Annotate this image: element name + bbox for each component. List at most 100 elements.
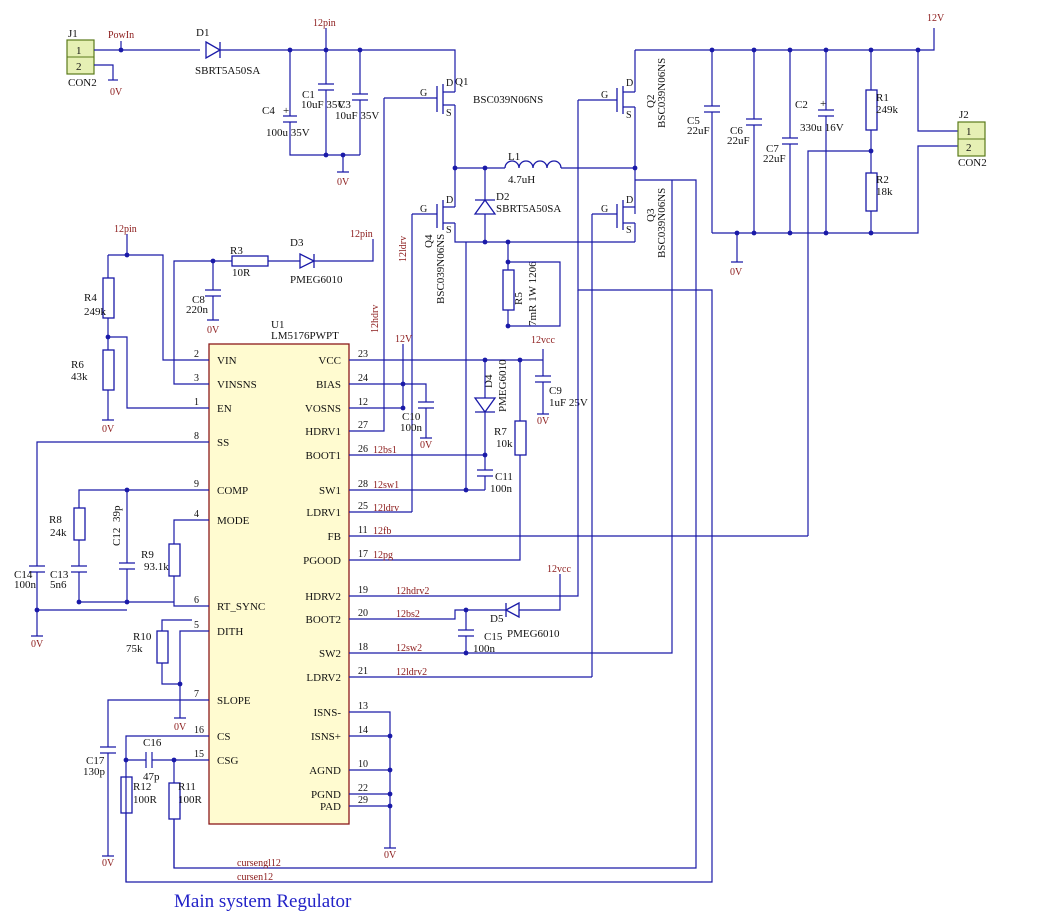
q1-val: BSC039N06NS [473,94,543,106]
u1-part: LM5176PWPT [271,330,339,342]
j2-ref: J2 [959,109,969,121]
c6-val: 22uF [727,135,750,147]
c10-val: 100n [400,422,423,434]
net-12v-bias: 12V [395,334,413,345]
q3-s: S [626,225,632,236]
u1-pin-number: 6 [194,595,199,606]
net-powin: PowIn [108,30,134,41]
r6-val: 43k [71,371,88,383]
c5-ref: C5 [687,115,700,127]
u1-pin-name: DITH [217,626,243,638]
c10-ref: C10 [402,411,421,423]
r9-val: 93.1k [144,561,169,573]
q4-s: S [446,225,452,236]
net-12bs1: 12bs1 [373,445,397,456]
net-12pin-top: 12pin [313,18,336,29]
u1-pin-name: VIN [217,355,237,367]
r2-ref: R2 [876,174,889,186]
c17-val: 130p [83,766,106,778]
u1-pin-name: SW1 [319,485,341,497]
r8-ref: R8 [49,514,62,526]
u1-pin-name: VINSNS [217,379,257,391]
c4-val: 100u 35V [266,127,310,139]
q1-d: D [446,78,453,89]
q1-g: G [420,88,427,99]
q3-g: G [601,204,608,215]
u1-pin-number: 5 [194,620,199,631]
u1-left-pins: 2VIN3VINSNS1EN8SS9COMP4MODE6RT_SYNC5DITH… [192,349,265,767]
net-12pg: 12pg [373,550,393,561]
inductor-l1: L1 4.7uH [504,151,562,186]
q2-g: G [601,90,608,101]
d3-val: PMEG6010 [290,274,343,286]
u1-pin-name: HDRV2 [305,591,341,603]
c11-val: 100n [490,483,513,495]
c9-val: 1uF 25V [549,397,588,409]
q2-d: D [626,78,633,89]
c13-ref: C13 [50,569,69,581]
j2-pin2: 2 [966,142,972,154]
mosfet-q2: G D S Q2 BSC039N06NS [578,58,668,128]
u1-pin-number: 8 [194,431,199,442]
u1-pin-number: 19 [358,585,368,596]
net-12v-top: 12V [927,13,945,24]
net-12bs2: 12bs2 [396,609,420,620]
r7-ref: R7 [494,426,507,438]
q1-ref: Q1 [455,76,468,88]
r12-val: 100R [133,794,158,806]
u1-pin-number: 16 [194,725,204,736]
gnd-label: 0V [420,440,433,451]
u1-pin-name: PGOOD [303,555,341,567]
mosfet-q3: G D S Q3 BSC039N06NS [592,188,668,258]
u1-pin-number: 17 [358,549,368,560]
c7-val: 22uF [763,153,786,165]
r4-val: 249k [84,306,107,318]
j1-type: CON2 [68,77,97,89]
net-12ldrv: 12ldrv [373,503,399,514]
q4-g: G [420,204,427,215]
u1-pin-number: 10 [358,759,368,770]
c1-val: 10uF 35V [301,99,345,111]
u1-pin-number: 14 [358,725,368,736]
u1-pin-name: PAD [320,801,341,813]
q3-ref: Q3 [645,208,657,222]
c1-ref: C1 [302,89,315,101]
gnd-label: 0V [537,416,550,427]
u1-pin-name: BOOT2 [306,614,341,626]
j2-type: CON2 [958,157,987,169]
r6-ref: R6 [71,359,84,371]
u1-pin-number: 24 [358,373,368,384]
r9-ref: R9 [141,549,154,561]
u1-pin-number: 20 [358,608,368,619]
u1-pin-number: 29 [358,795,368,806]
mosfet-q1: G D S Q1 BSC039N06NS [384,76,543,119]
c2-ref: C2 [795,99,808,111]
c15-val: 100n [473,643,496,655]
q2-s: S [626,110,632,121]
net-cursen12: cursen12 [237,872,273,883]
ic-u1: U1 LM5176PWPT 2VIN3VINSNS1EN8SS9COMP4MOD… [192,319,368,825]
d4-ref: D4 [483,374,495,388]
q2-ref: Q2 [645,95,657,108]
c11-ref: C11 [495,471,513,483]
d3-ref: D3 [290,237,304,249]
c6-ref: C6 [730,125,743,137]
u1-pin-number: 27 [358,420,368,431]
u1-pin-number: 22 [358,783,368,794]
u1-pin-number: 2 [194,349,199,360]
u1-pin-name: VCC [318,355,341,367]
u1-pin-name: ISNS- [313,707,341,719]
gnd-label: 0V [174,722,187,733]
gnd-label: 0V [337,177,350,188]
c3-val: 10uF 35V [335,110,379,122]
u1-pin-name: PGND [311,789,341,801]
j1-pin1: 1 [76,45,82,57]
d2-ref: D2 [496,191,509,203]
u1-pin-name: SS [217,437,229,449]
c2-val: 330u 16V [800,122,844,134]
c5-val: 22uF [687,125,710,137]
u1-pin-number: 15 [194,749,204,760]
c13-val: 5n6 [50,579,67,591]
r8-val: 24k [50,527,67,539]
